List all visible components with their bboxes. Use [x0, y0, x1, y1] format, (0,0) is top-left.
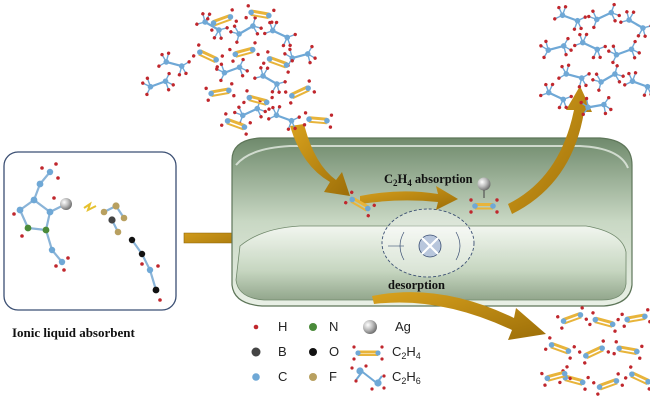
- legend-c2h4-icon: [352, 345, 384, 361]
- ethylene-molecule: [556, 306, 588, 330]
- ethylene-molecule: [206, 8, 238, 32]
- ethane-molecule: [579, 95, 613, 117]
- outlet-arrow: [508, 86, 592, 214]
- legend-c2h6-label: C2H6: [392, 369, 421, 386]
- legend: [251, 320, 386, 391]
- legend-o-label: O: [329, 344, 340, 359]
- ethylene-molecule: [242, 89, 274, 111]
- desorption-arrow: [372, 292, 546, 340]
- legend-ag-dot: [363, 320, 377, 334]
- ethane-molecule: [253, 66, 287, 94]
- legend-h-dot: [253, 324, 259, 330]
- legend-o-dot: [309, 348, 317, 356]
- ethane-molecule: [619, 10, 650, 38]
- ethane-molecule: [539, 82, 573, 110]
- ethylene-molecule: [262, 50, 294, 74]
- ethane-molecule: [263, 20, 297, 48]
- legend-b-label: B: [278, 344, 287, 359]
- ethylene-molecule: [302, 111, 334, 129]
- ethylene-molecule: [283, 79, 317, 105]
- silver-ethylene-complex: [477, 177, 491, 191]
- ionic-liquid-label: Ionic liquid absorbent: [12, 325, 135, 340]
- ethane-molecule: [215, 57, 249, 83]
- ethane-molecule: [587, 2, 621, 30]
- legend-n-label: N: [329, 319, 339, 334]
- ethane-molecule: [591, 64, 625, 92]
- ethane-molecule: [267, 105, 301, 131]
- molecule-layer: [141, 2, 650, 396]
- ionic-liquid-atoms: [12, 162, 162, 302]
- ethylene-molecule: [588, 311, 620, 333]
- legend-n-dot: [309, 323, 317, 331]
- ethylene-molecule: [623, 365, 650, 391]
- ionic-liquid-box: [3, 151, 177, 311]
- ethylene-molecule: [620, 308, 650, 328]
- ethylene-molecule: [244, 4, 276, 24]
- legend-b-dot: [251, 347, 261, 357]
- ethane-molecule: [553, 5, 587, 31]
- ethane-molecule: [623, 71, 650, 97]
- legend-c2h4-label: C2H4: [392, 344, 421, 361]
- legend-f-dot: [309, 373, 317, 381]
- absorption-label: C2H4 absorption: [384, 172, 473, 188]
- ethylene-molecule: [592, 372, 624, 396]
- ethane-molecule: [607, 39, 641, 65]
- desorption-label: desorption: [388, 278, 445, 292]
- feed-arrow: [290, 124, 350, 196]
- ethylene-molecule: [469, 198, 499, 214]
- ethylene-molecule: [344, 190, 376, 218]
- ethylene-molecule: [544, 336, 576, 360]
- ethane-molecule: [557, 63, 591, 89]
- absorption-arrow: [360, 186, 458, 210]
- legend-c-label: C: [278, 369, 288, 384]
- ethane-molecule: [157, 51, 191, 77]
- ethylene-molecule: [204, 82, 236, 102]
- ethylene-molecule: [228, 41, 260, 63]
- legend-f-label: F: [329, 369, 337, 384]
- legend-ag-label: Ag: [395, 319, 411, 334]
- legend-h-label: H: [278, 319, 288, 334]
- mechanism-inset: [381, 208, 475, 278]
- ethane-molecule: [539, 36, 573, 60]
- ethylene-molecule: [577, 339, 611, 365]
- ethylene-molecule: [540, 365, 572, 387]
- ethylene-molecule: [612, 340, 644, 360]
- legend-c2h6-icon: [350, 364, 386, 391]
- ethane-molecule: [141, 71, 175, 97]
- legend-c-dot: [252, 373, 260, 381]
- ethane-molecule: [229, 16, 263, 44]
- ethane-molecule: [573, 32, 607, 60]
- ethylene-molecule: [191, 43, 225, 69]
- ethane-molecule: [195, 12, 229, 40]
- ethylene-molecule: [220, 112, 252, 136]
